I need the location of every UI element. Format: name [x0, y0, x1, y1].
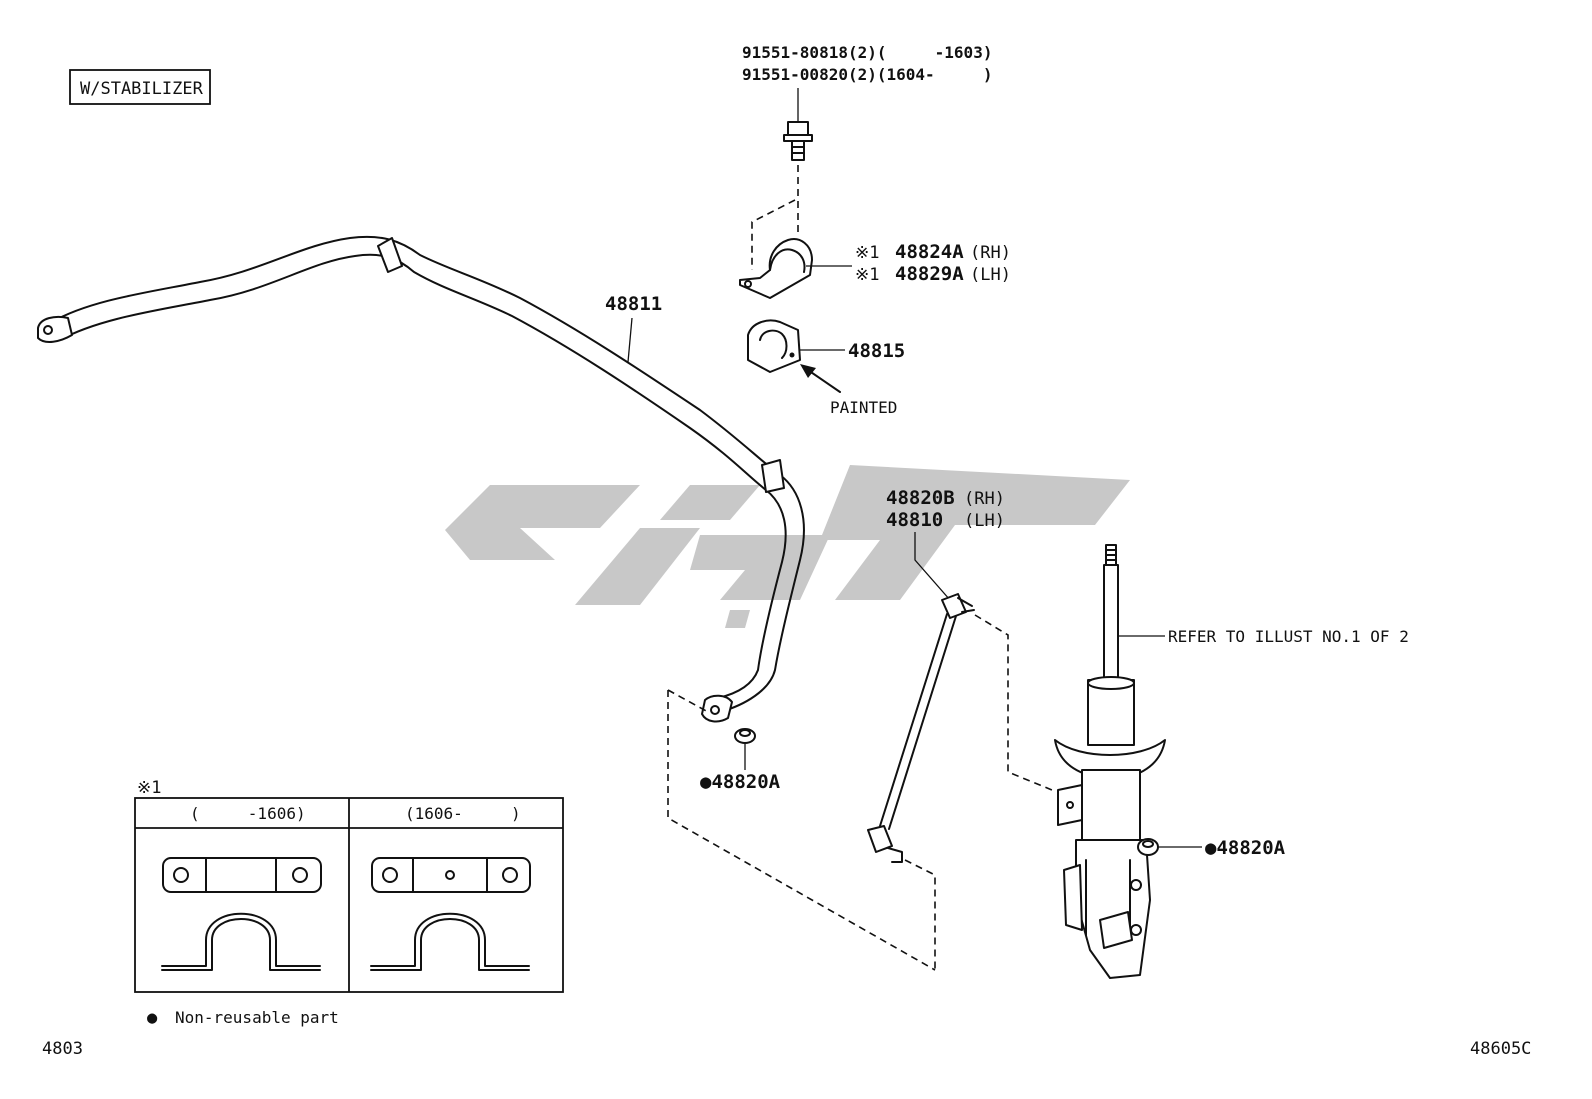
inset-col-right-header: (1606- ): [405, 804, 521, 823]
strut: [1054, 544, 1166, 979]
label-stabilizer-bar: 48811: [605, 293, 662, 315]
bushing: [747, 319, 801, 373]
bracket: [739, 238, 813, 299]
bolt: [783, 121, 813, 161]
figure-code: 48605C: [1470, 1039, 1531, 1059]
label-link-rh-part: 48820B: [886, 487, 955, 509]
label-bracket-rh-side: (RH): [970, 243, 1011, 263]
label-bracket-prefix-rh: ※1: [855, 243, 879, 263]
option-tag-box: [69, 69, 211, 105]
stabilizer-link: [867, 593, 975, 863]
label-link-rh-side: (RH): [964, 489, 1005, 509]
label-bracket-lh-side: (LH): [970, 265, 1011, 285]
arrow-painted-head: [800, 364, 816, 378]
dash-nut-left-top: [667, 689, 709, 713]
label-painted: PAINTED: [830, 398, 897, 417]
leader-stabilizer-bar: [627, 317, 633, 363]
label-nut-left: ●48820A: [700, 771, 781, 793]
option-tag: W/STABILIZER: [80, 79, 204, 99]
label-nut-right: ●48820A: [1205, 837, 1286, 859]
inset-col-left-header: ( -1606): [190, 804, 306, 823]
legend-text: Non-reusable part: [175, 1008, 339, 1027]
nut-right: [1137, 838, 1159, 856]
legend-symbol: ●: [147, 1008, 158, 1028]
bracket-variant-old: [161, 857, 322, 971]
label-link-lh-side: (LH): [964, 511, 1005, 531]
label-bracket-prefix-lh: ※1: [855, 265, 879, 285]
nut-left: [734, 728, 756, 744]
page-code: 4803: [42, 1039, 83, 1059]
watermark-logo: [445, 465, 1130, 628]
dash-link-lower: [904, 859, 936, 970]
label-bolt-line1: 91551-80818(2)( -1603): [742, 43, 992, 62]
leader-link: [914, 532, 951, 601]
dash-link-to-strut: [974, 614, 1053, 791]
label-bolt-line2: 91551-00820(2)(1604- ): [742, 65, 992, 84]
dash-bracket-guide: [751, 199, 796, 270]
inset-marker: ※1: [137, 778, 161, 798]
label-bracket-rh-part: 48824A: [895, 241, 964, 263]
stabilizer-bar: [37, 235, 805, 723]
label-bushing: 48815: [848, 340, 905, 362]
label-strut-ref: REFER TO ILLUST NO.1 OF 2: [1168, 627, 1409, 646]
dash-nut-left-frame: [667, 690, 936, 971]
label-link-lh-part: 48810: [886, 509, 943, 531]
label-bracket-lh-part: 48829A: [895, 263, 964, 285]
bracket-variant-new: [370, 857, 531, 971]
